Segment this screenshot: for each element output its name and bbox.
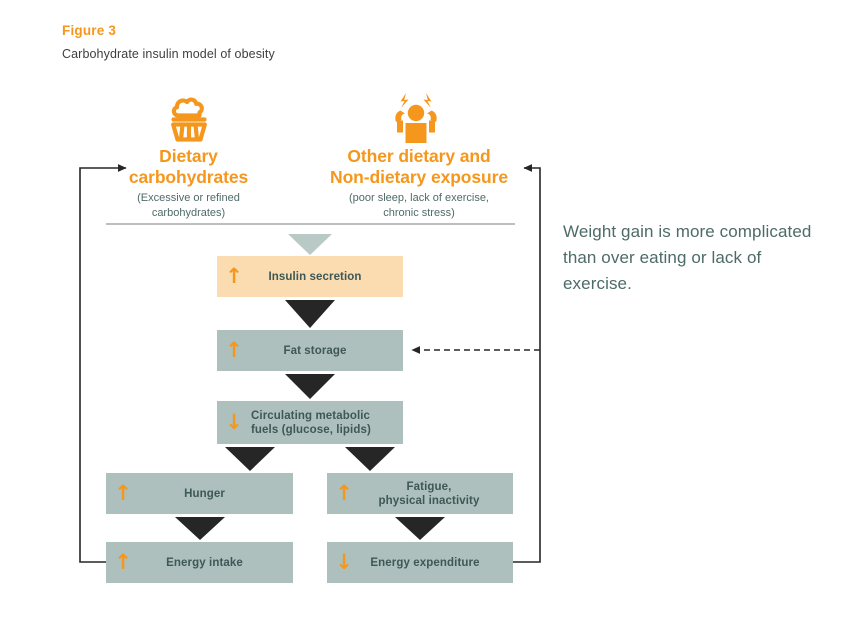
source-dietary-carbohydrates: Dietary carbohydrates (Excessive or refi… <box>106 146 271 220</box>
stressed-person-icon <box>387 92 445 144</box>
down-arrow-icon: ↓ <box>225 410 243 434</box>
flow-box-label: Circulating metabolic fuels (glucose, li… <box>251 409 371 436</box>
flow-box-label: Fatigue, physical inactivity <box>378 480 480 507</box>
source-other-dietary-non-dietary: Other dietary and Non-dietary exposure (… <box>318 146 520 220</box>
flow-box-label: Fat storage <box>283 344 347 357</box>
arrow-fat-to-fuels <box>285 374 335 399</box>
feedback-loop-right <box>513 164 541 563</box>
source-title: Dietary carbohydrates <box>128 146 249 187</box>
down-arrow-icon: ↓ <box>335 550 353 574</box>
arrow-hunger-to-intake <box>175 517 225 540</box>
flow-box-fat-storage: ↑ Fat storage <box>217 330 403 371</box>
up-arrow-icon: ↑ <box>225 338 243 362</box>
flow-box-label: Energy intake <box>166 556 243 569</box>
arrow-sources-to-insulin <box>288 234 332 255</box>
flow-box-energy-expenditure: ↓ Energy expenditure <box>327 542 513 583</box>
figure-label: Figure 3 <box>62 23 117 38</box>
flow-box-label: Energy expenditure <box>370 556 480 569</box>
up-arrow-icon: ↑ <box>335 481 353 505</box>
flow-box-insulin-secretion: ↑ Insulin secretion <box>217 256 403 297</box>
flow-box-circulating-fuels: ↓ Circulating metabolic fuels (glucose, … <box>217 401 403 444</box>
pull-quote: Weight gain is more complicated than ove… <box>563 222 812 293</box>
source-subtitle: (Excessive or refined carbohydrates) <box>137 192 240 219</box>
flow-box-label: Insulin secretion <box>268 270 362 283</box>
cupcake-icon <box>160 96 218 144</box>
figure-title: Carbohydrate insulin model of obesity <box>62 47 275 61</box>
up-arrow-icon: ↑ <box>225 264 243 288</box>
source-title: Other dietary and Non-dietary exposure <box>330 146 508 187</box>
source-subtitle: (poor sleep, lack of exercise, chronic s… <box>348 192 489 219</box>
flow-box-label: Hunger <box>184 487 225 500</box>
up-arrow-icon: ↑ <box>114 550 132 574</box>
feedback-loop-left <box>79 164 127 563</box>
arrow-insulin-to-fat <box>285 300 335 328</box>
flow-box-energy-intake: ↑ Energy intake <box>106 542 293 583</box>
up-arrow-icon: ↑ <box>114 481 132 505</box>
arrow-fatigue-to-expenditure <box>395 517 445 540</box>
flow-box-fatigue: ↑ Fatigue, physical inactivity <box>327 473 513 514</box>
arrow-fuels-to-hunger <box>225 447 275 471</box>
flow-box-hunger: ↑ Hunger <box>106 473 293 514</box>
arrow-fuels-to-fatigue <box>345 447 395 471</box>
